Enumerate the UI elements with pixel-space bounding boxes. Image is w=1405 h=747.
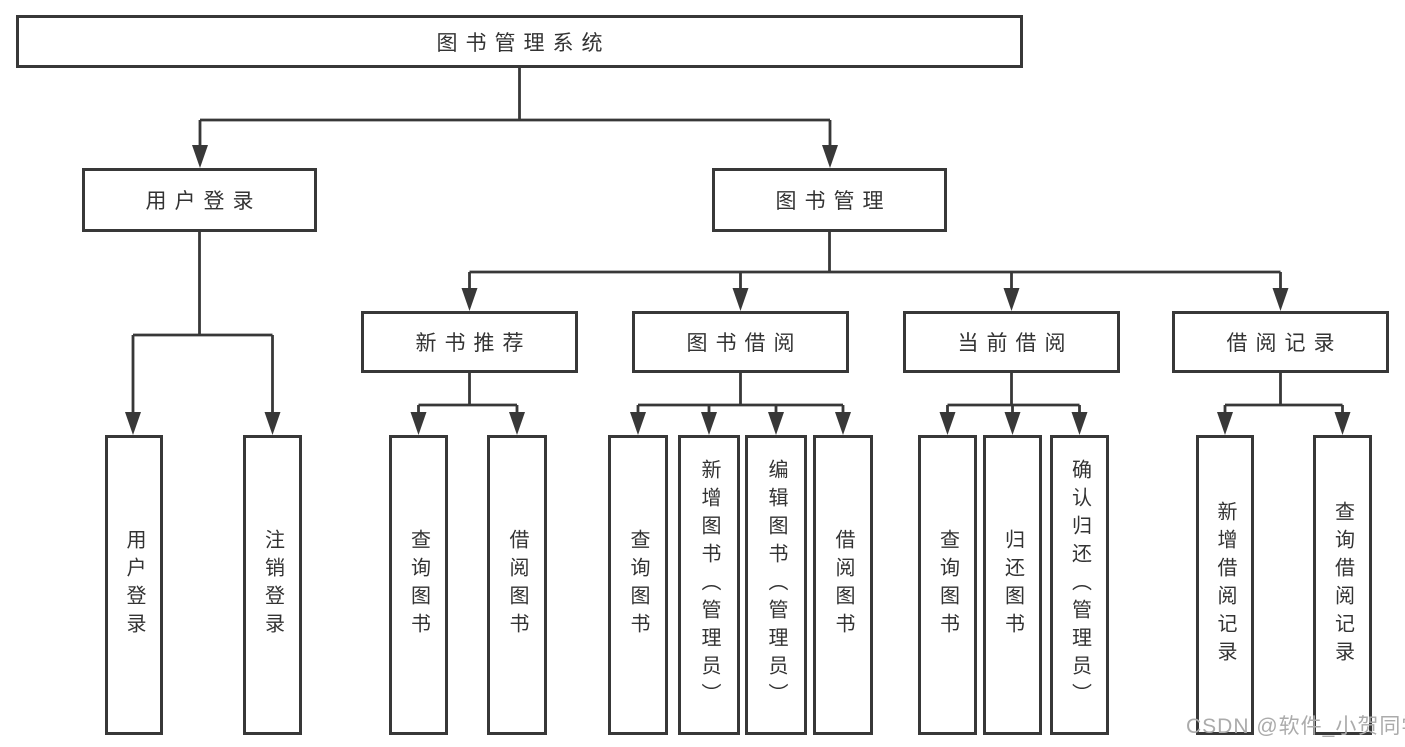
node-leaf-query-books-borrow: 查询图书 bbox=[608, 435, 668, 735]
node-current-borrow-label: 当前借阅 bbox=[957, 332, 1074, 355]
arrowhead-icon bbox=[1071, 412, 1088, 435]
node-new-book-recommend: 新书推荐 bbox=[361, 311, 578, 373]
node-leaf-edit-book-admin: 编辑图书（管理员） bbox=[745, 435, 807, 735]
node-book-borrow: 图书借阅 bbox=[632, 311, 849, 373]
arrowhead-icon bbox=[264, 412, 281, 435]
node-book-borrow-label: 图书借阅 bbox=[686, 332, 803, 355]
node-book-management-label: 图书管理 bbox=[775, 190, 892, 213]
node-leaf-query-books-recommend-label: 查询图书 bbox=[407, 529, 430, 641]
node-current-borrow: 当前借阅 bbox=[903, 311, 1120, 373]
arrowhead-icon bbox=[835, 412, 851, 435]
arrowhead-icon bbox=[192, 145, 208, 168]
node-leaf-borrow-books-recommend-label: 借阅图书 bbox=[506, 529, 528, 641]
connector-user-login-children bbox=[125, 231, 281, 435]
arrowhead-icon bbox=[630, 412, 646, 435]
arrowhead-icon bbox=[1217, 412, 1233, 435]
node-user-login: 用户登录 bbox=[82, 168, 317, 232]
node-leaf-query-borrow-record: 查询借阅记录 bbox=[1313, 435, 1372, 735]
node-leaf-add-book-admin-label: 新增图书（管理员） bbox=[698, 459, 720, 711]
node-leaf-borrow-books: 借阅图书 bbox=[813, 435, 873, 735]
arrowhead-icon bbox=[1272, 288, 1289, 311]
node-leaf-user-login-label: 用户登录 bbox=[123, 529, 145, 641]
arrowhead-icon bbox=[509, 412, 525, 435]
arrowhead-icon bbox=[1004, 412, 1021, 435]
node-leaf-logout: 注销登录 bbox=[243, 435, 302, 735]
connector-book-management-children bbox=[461, 231, 1289, 311]
connector-borrow-records-children bbox=[1217, 372, 1351, 435]
watermark-text: CSDN @软件_小贺同学 bbox=[1186, 715, 1405, 738]
node-leaf-query-books-current: 查询图书 bbox=[918, 435, 977, 735]
arrowhead-icon bbox=[768, 412, 784, 435]
node-root-label: 图书管理系统 bbox=[436, 31, 611, 55]
connector-new-book-recommend-children bbox=[410, 372, 525, 435]
node-book-management: 图书管理 bbox=[712, 168, 947, 232]
node-new-book-recommend-label: 新书推荐 bbox=[415, 332, 532, 355]
connector-current-borrow-children bbox=[939, 372, 1088, 435]
node-leaf-logout-label: 注销登录 bbox=[261, 529, 284, 641]
arrowhead-icon bbox=[701, 412, 717, 435]
arrowhead-icon bbox=[1003, 288, 1020, 311]
node-leaf-query-books-recommend: 查询图书 bbox=[389, 435, 448, 735]
node-leaf-add-borrow-record-label: 新增借阅记录 bbox=[1214, 501, 1236, 669]
node-leaf-query-borrow-record-label: 查询借阅记录 bbox=[1331, 501, 1354, 669]
node-root: 图书管理系统 bbox=[16, 15, 1023, 68]
arrowhead-icon bbox=[410, 412, 427, 435]
connector-book-borrow-children bbox=[630, 372, 851, 435]
arrowhead-icon bbox=[822, 145, 838, 168]
arrowhead-icon bbox=[461, 288, 478, 311]
connector-root-to-level2 bbox=[192, 66, 838, 168]
arrowhead-icon bbox=[732, 288, 749, 311]
arrowhead-icon bbox=[1334, 412, 1351, 435]
node-leaf-query-books-current-label: 查询图书 bbox=[936, 529, 959, 641]
node-leaf-borrow-books-recommend: 借阅图书 bbox=[487, 435, 547, 735]
arrowhead-icon bbox=[125, 412, 141, 435]
node-borrow-records-label: 借阅记录 bbox=[1226, 332, 1343, 355]
node-leaf-add-book-admin: 新增图书（管理员） bbox=[678, 435, 740, 735]
node-leaf-confirm-return-admin-label: 确认归还（管理员） bbox=[1068, 459, 1091, 711]
node-leaf-return-books: 归还图书 bbox=[983, 435, 1042, 735]
node-leaf-query-books-borrow-label: 查询图书 bbox=[627, 529, 649, 641]
node-borrow-records: 借阅记录 bbox=[1172, 311, 1389, 373]
node-leaf-confirm-return-admin: 确认归还（管理员） bbox=[1050, 435, 1109, 735]
node-leaf-return-books-label: 归还图书 bbox=[1001, 529, 1024, 641]
node-leaf-edit-book-admin-label: 编辑图书（管理员） bbox=[765, 459, 787, 711]
node-leaf-borrow-books-label: 借阅图书 bbox=[832, 529, 854, 641]
node-leaf-user-login: 用户登录 bbox=[105, 435, 163, 735]
node-user-login-label: 用户登录 bbox=[145, 190, 262, 213]
arrowhead-icon bbox=[939, 412, 956, 435]
node-leaf-add-borrow-record: 新增借阅记录 bbox=[1196, 435, 1254, 735]
